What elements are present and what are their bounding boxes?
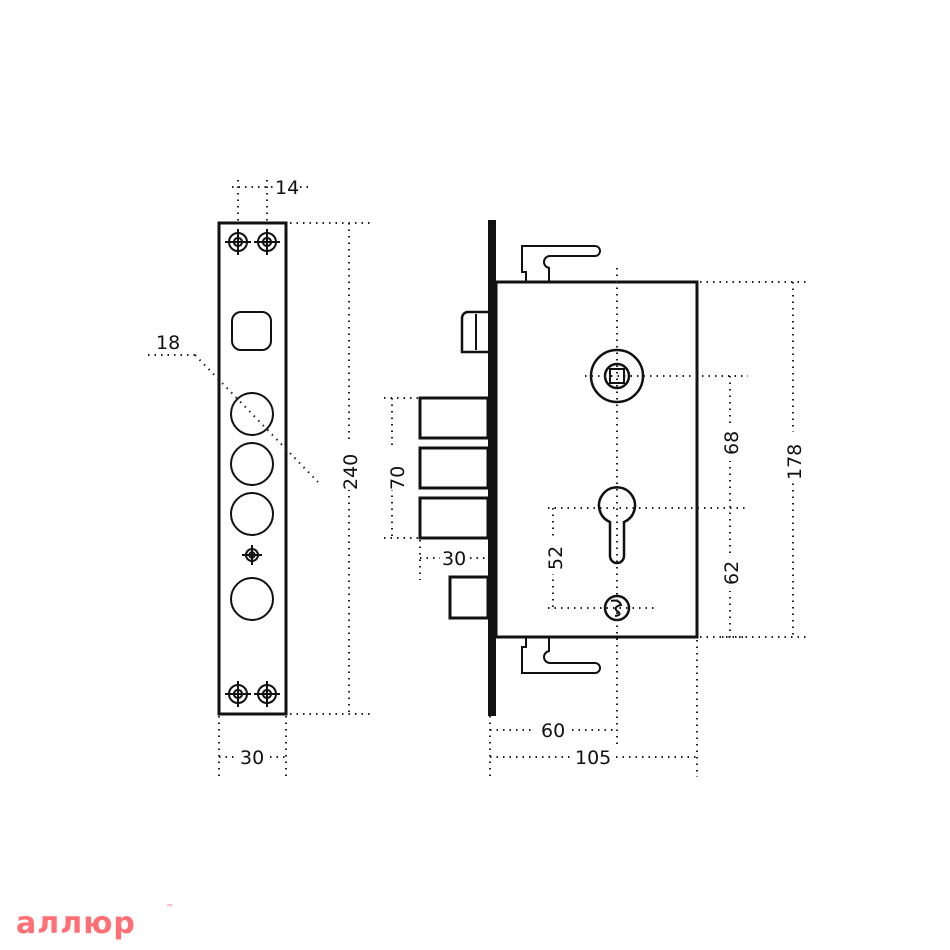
dimension-label-18: 18 xyxy=(156,332,180,354)
dimension-70: 70 xyxy=(382,397,418,539)
faceplate-front-view xyxy=(217,221,288,716)
dimension-30-plate: 30 xyxy=(218,716,287,777)
dimension-240: 240 xyxy=(290,222,370,715)
dimension-label-30-throw: 30 xyxy=(442,548,466,570)
lock-body-side-view xyxy=(418,220,699,716)
dimension-52: 52 xyxy=(542,508,567,608)
screw-icon xyxy=(242,545,262,565)
center-lines xyxy=(489,268,810,777)
screw-icons xyxy=(225,229,280,707)
dimension-18: 18 xyxy=(148,332,319,483)
dimension-label-14: 14 xyxy=(275,177,299,199)
dimension-30-throw: 30 xyxy=(419,540,488,580)
dimension-label-30-plate: 30 xyxy=(240,747,264,769)
dimension-60: 60 xyxy=(490,720,617,742)
dimension-178: 178 xyxy=(782,282,806,637)
dimension-label-68: 68 xyxy=(721,431,743,455)
logo-text: аллюр xyxy=(16,906,136,941)
screw-icon xyxy=(225,229,251,255)
screw-icon xyxy=(254,229,280,255)
screw-icon xyxy=(254,681,280,707)
dimension-68-62: 68 62 xyxy=(718,376,748,638)
dimension-105: 105 xyxy=(490,747,697,769)
screw-icon xyxy=(225,681,251,707)
dimension-label-62: 62 xyxy=(721,561,743,585)
dimension-label-52: 52 xyxy=(545,546,567,570)
logo-trademark: ™ xyxy=(166,903,174,912)
dimension-label-105: 105 xyxy=(575,747,611,769)
dimension-label-178: 178 xyxy=(784,444,806,480)
dimension-14: 14 xyxy=(232,177,312,223)
dimension-label-240: 240 xyxy=(340,454,362,490)
dimension-label-60: 60 xyxy=(541,720,565,742)
brand-logo: аллюр ™ xyxy=(16,903,174,941)
dimension-label-70: 70 xyxy=(387,466,409,490)
